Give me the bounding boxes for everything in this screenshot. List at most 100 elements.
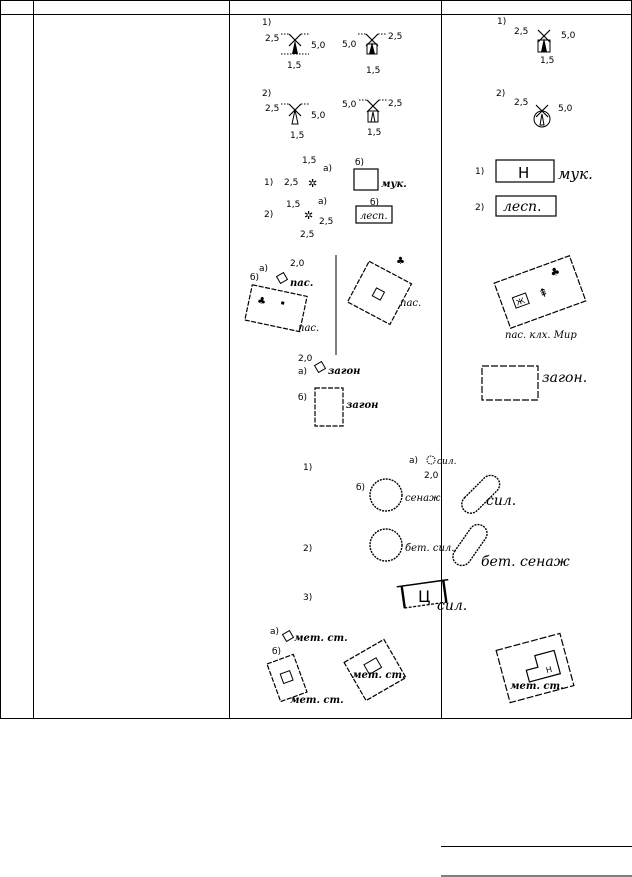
windmill-icon xyxy=(533,104,551,128)
timber-label: лесп. xyxy=(360,211,388,222)
dim-right: 5,0 xyxy=(561,31,576,41)
silo-trench xyxy=(452,523,488,567)
timber-label: лесп. xyxy=(503,199,542,215)
variant-1-label: 1) xyxy=(262,18,271,28)
svg-text:♣: ♣ xyxy=(256,295,267,308)
dim: 2,0 xyxy=(298,354,313,364)
silo-small-label: сил. xyxy=(437,457,457,467)
variant-2: 2) xyxy=(264,210,273,220)
pen-label: загон xyxy=(328,366,360,377)
farm-glyph: Ж xyxy=(515,296,527,308)
pasture-lot: Ж ⇞ ♣ xyxy=(493,254,587,330)
flour-label: мук. xyxy=(381,179,407,190)
dim-left-alt: 5,0 xyxy=(342,100,357,110)
silo-round xyxy=(369,478,403,512)
silage-label: сил. xyxy=(437,598,467,614)
sub-a: а) xyxy=(318,197,327,207)
variant-1: 1) xyxy=(264,178,273,188)
pen-label: загон xyxy=(346,400,378,411)
silo-tower xyxy=(396,578,449,609)
pasture-label: пас. xyxy=(400,298,421,309)
dim-right: 5,0 xyxy=(311,41,326,51)
farm-label: пас. клх. Мир xyxy=(505,330,577,341)
sub-b: б) xyxy=(250,273,259,283)
station-lot: Н xyxy=(495,632,575,704)
station-label: мет. ст. xyxy=(294,633,348,644)
dim-right-alt: 2,5 xyxy=(388,99,402,109)
windmill-icon xyxy=(537,29,551,53)
station-lot xyxy=(266,653,308,703)
svg-text:⇞: ⇞ xyxy=(536,285,550,302)
dim: 2,0 xyxy=(290,259,305,269)
windmill-icon xyxy=(358,33,386,55)
svg-text:♣: ♣ xyxy=(396,256,405,267)
station-label: мет. ст. xyxy=(352,670,406,681)
variant-3: 3) xyxy=(303,593,312,603)
dim-top: 1,5 xyxy=(286,200,300,210)
pasture-label: пас. xyxy=(298,323,319,334)
svg-text:♣: ♣ xyxy=(548,264,562,280)
station-label: мет. ст. xyxy=(510,681,564,692)
dim-left: 2,5 xyxy=(514,98,528,108)
timber-box xyxy=(355,205,393,224)
variant-2: 2) xyxy=(475,203,484,213)
timber-box xyxy=(495,195,557,217)
dim-bottom: 1,5 xyxy=(287,61,301,71)
variant-1: 1) xyxy=(303,463,312,473)
pasture-lot xyxy=(346,260,413,326)
windmill-icon xyxy=(281,103,309,125)
mill-symbols: 1,5 а) 1) 2,5 ✲ б) мук. 2) 1,5 а) ✲ 2,5 … xyxy=(264,156,593,240)
pasture-label: пас. xyxy=(290,278,313,289)
dim-bottom: 1,5 xyxy=(367,128,381,138)
dim-right: 2,5 xyxy=(319,217,333,227)
dim: 2,0 xyxy=(424,471,439,481)
dim-bottom: 1,5 xyxy=(366,66,380,76)
station-letter: Н xyxy=(545,665,553,675)
variant-2-label: 2) xyxy=(262,89,271,99)
mill-box xyxy=(353,168,379,191)
pen-lot xyxy=(481,365,539,401)
dim-left: 2,5 xyxy=(514,27,528,37)
silo-symbols: 1) а) сил. 2,0 б) сенаж сил. 2) бет. сил… xyxy=(303,455,570,614)
mill-letter: Н xyxy=(518,164,529,182)
silo-trench xyxy=(461,474,501,514)
flour-label: мук. xyxy=(558,165,593,183)
concrete-haylage-label: бет. сенаж xyxy=(481,554,570,570)
station-label: мет. ст. xyxy=(290,695,344,706)
sub-a: а) xyxy=(409,456,418,466)
windmill-symbols: 1) 2) 2,5 5,0 1,5 5,0 2,5 1,5 xyxy=(262,17,576,141)
sub-a: а) xyxy=(270,627,279,637)
pasture-symbols: а) 2,0 пас. б) ♣ пас. ♣ пас. Ж ⇞ ♣ пас. … xyxy=(244,254,587,355)
sub-b: б) xyxy=(272,647,281,657)
sub-a: а) xyxy=(298,367,307,377)
sub-b: б) xyxy=(355,158,364,168)
dim-top: 1,5 xyxy=(302,156,316,166)
pen-label: загон. xyxy=(542,370,587,386)
dim-right-alt: 2,5 xyxy=(388,32,402,42)
silo-round xyxy=(369,528,403,562)
dim-left-alt: 5,0 xyxy=(342,40,357,50)
pen-symbols: 2,0 а) загон б) загон загон. xyxy=(298,354,587,427)
dim-bottom: 2,5 xyxy=(300,230,314,240)
gear-icon: ✲ xyxy=(304,209,313,222)
sub-a: а) xyxy=(259,264,268,274)
station-lot xyxy=(343,638,407,702)
dim-right: 5,0 xyxy=(311,111,326,121)
variant-1-label: 1) xyxy=(497,17,506,27)
sub-b: б) xyxy=(298,393,307,403)
dim-bottom: 1,5 xyxy=(540,56,554,66)
sub-a: а) xyxy=(323,164,332,174)
variant-2: 2) xyxy=(303,544,312,554)
silage-label: сил. xyxy=(486,493,516,509)
pasture-lot: ♣ xyxy=(244,284,308,333)
sub-b: б) xyxy=(356,483,365,493)
variant-1: 1) xyxy=(475,167,484,177)
dim-bottom: 1,5 xyxy=(290,131,304,141)
windmill-icon xyxy=(281,33,309,55)
gear-icon: ✲ xyxy=(308,177,317,190)
sub-b: б) xyxy=(370,198,379,208)
dim-right: 5,0 xyxy=(558,104,573,114)
windmill-icon xyxy=(359,99,387,123)
